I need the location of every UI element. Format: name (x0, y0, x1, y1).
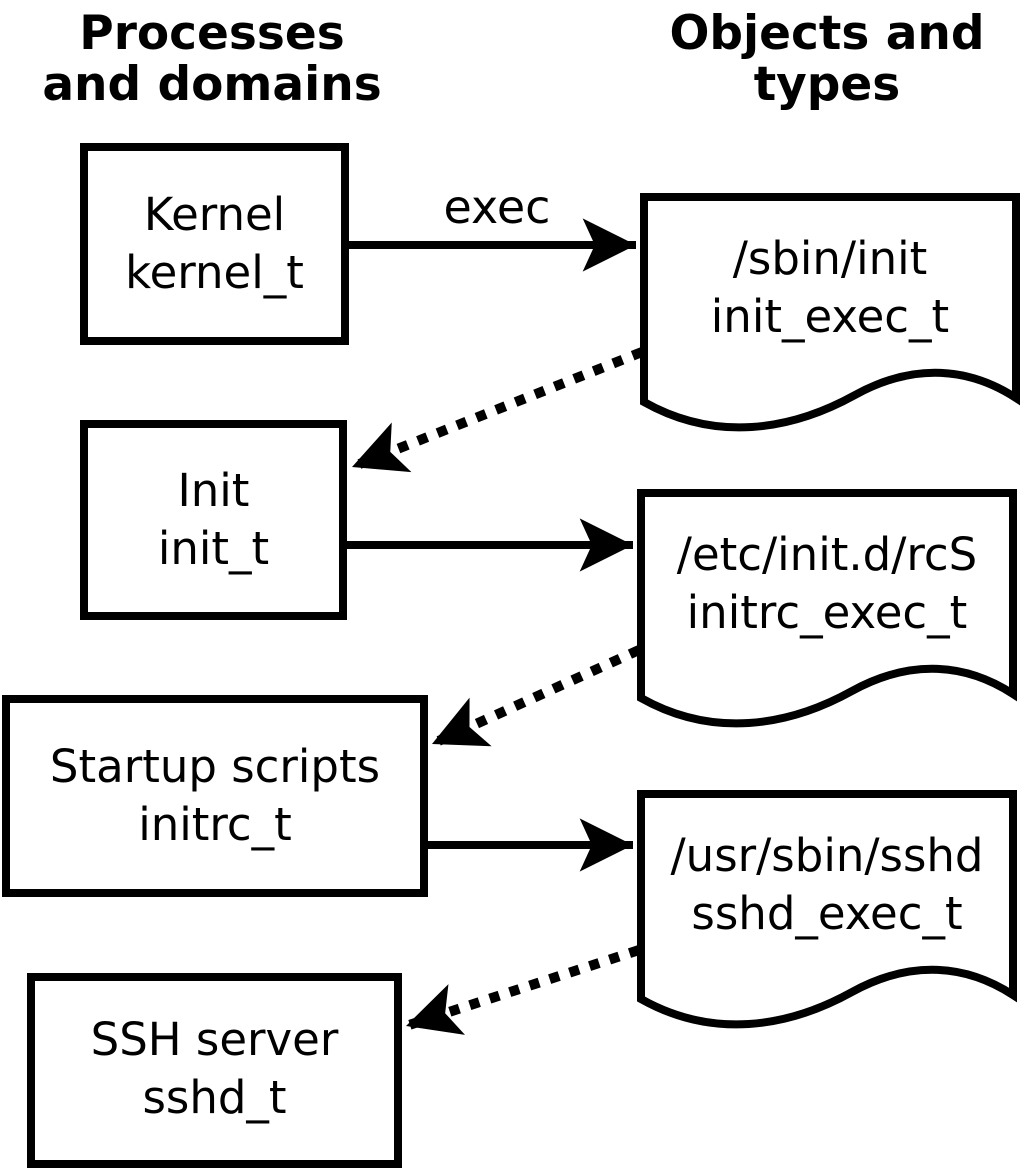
domain-type: initrc_t (138, 798, 292, 851)
process-box-init-label: Init init_t (80, 420, 347, 620)
process-name: SSH server (90, 1012, 339, 1066)
domain-type: kernel_t (125, 246, 304, 299)
process-name: Startup scripts (49, 740, 381, 793)
column-header-processes: Processes and domains (12, 8, 412, 110)
object-type: initrc_exec_t (686, 586, 968, 639)
document-etc-initd-rcs-label: /etc/init.d/rcS initrc_exec_t (637, 489, 1017, 679)
domain-type: sshd_t (142, 1070, 287, 1124)
object-type: sshd_exec_t (691, 887, 963, 940)
process-box-startup-scripts (2, 695, 428, 897)
object-type: init_exec_t (710, 290, 950, 343)
transition-arrow-sshd-exec-to-sshd (404, 945, 641, 1035)
process-name: Kernel (143, 188, 286, 241)
document-shape-sbin-init (640, 193, 1020, 432)
process-box-ssh-server (27, 973, 402, 1168)
process-box-kernel-label: Kernel kernel_t (80, 143, 349, 345)
document-shape-usr-sbin-sshd (637, 790, 1017, 1029)
column-header-processes-line2: and domains (42, 57, 382, 112)
domain-type: init_t (157, 522, 270, 575)
object-path: /usr/sbin/sshd (670, 829, 984, 882)
document-sbin-init-label: /sbin/init init_exec_t (640, 193, 1020, 383)
column-header-objects-line2: types (753, 57, 901, 112)
process-box-init (80, 420, 347, 620)
transition-arrow-init-exec-to-init (350, 347, 644, 473)
transition-arrow-initrc-exec-to-initrc (429, 645, 642, 749)
document-usr-sbin-sshd-label: /usr/sbin/sshd sshd_exec_t (637, 790, 1017, 980)
exec-edge-label: exec (443, 180, 551, 234)
process-name: Init (177, 464, 250, 517)
document-shape-etc-initd-rcs (637, 489, 1017, 728)
column-header-objects-line1: Objects and (669, 6, 985, 61)
process-box-kernel (80, 143, 349, 345)
object-path: /sbin/init (732, 232, 928, 285)
column-header-objects: Objects and types (627, 8, 1024, 110)
object-path: /etc/init.d/rcS (676, 528, 978, 581)
process-box-startup-scripts-label: Startup scripts initrc_t (2, 695, 428, 897)
column-header-processes-line1: Processes (79, 6, 345, 61)
process-box-ssh-server-label: SSH server sshd_t (27, 973, 402, 1164)
